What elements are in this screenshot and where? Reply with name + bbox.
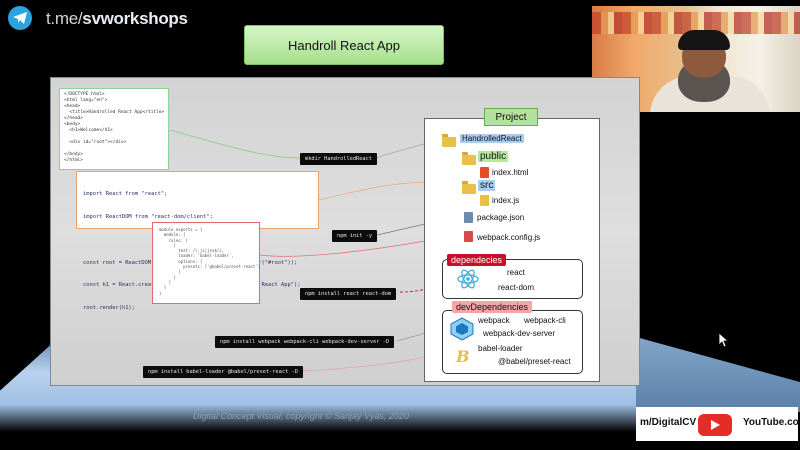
folder-icon: [462, 181, 476, 194]
config-file-icon: [464, 231, 473, 242]
cmd-mkdir: mkdir HandrolledReact: [300, 153, 377, 165]
webpack-config-file: webpack.config.js: [477, 233, 541, 242]
js-line-2: import ReactDOM from "react-dom/client";: [83, 213, 213, 220]
html5-icon: [480, 167, 489, 178]
presenter-hat: [678, 30, 730, 50]
js-file-icon: [480, 195, 489, 206]
cmd-npm-init: npm init -y: [332, 230, 378, 242]
folder-icon: [442, 134, 456, 147]
devdep-babel-preset-react: @babel/preset-react: [498, 357, 571, 366]
telegram-link[interactable]: t.me/svworkshops: [46, 9, 188, 28]
mouse-cursor-icon: [718, 332, 730, 348]
webcam-feed: [592, 6, 800, 112]
youtube-handle: m/DigitalCV: [640, 417, 697, 428]
copyright-credit: Digital Concept Visual, copyright © Sanj…: [193, 411, 409, 421]
dep-react-dom: react-dom: [498, 283, 535, 292]
index-js-file: index.js: [492, 196, 520, 205]
slide-title: Handroll React App: [244, 25, 444, 65]
index-html-code: <!DOCTYPE html> <html lang="en"> <head> …: [59, 88, 169, 170]
devdep-babel-loader: babel-loader: [478, 344, 523, 353]
project-label: Project: [484, 108, 538, 126]
public-folder-name: public: [478, 151, 509, 162]
youtube-domain: YouTube.com: [743, 417, 800, 428]
connector-html-mkdir: [169, 129, 301, 159]
cmd-npm-install-react: npm install react react-dom: [300, 288, 397, 300]
dependencies-label: dependecies: [447, 254, 507, 266]
react-icon: [457, 269, 479, 289]
bookshelf: [592, 12, 800, 34]
youtube-icon: [698, 414, 732, 436]
dev-dependencies-label: devDependencies: [452, 301, 533, 313]
webpack-icon: [450, 317, 474, 341]
babel-icon: B: [455, 347, 470, 365]
svg-text:B: B: [455, 347, 470, 365]
root-folder-name: HandrolledReact: [460, 134, 524, 143]
index-html-file: index.html: [492, 168, 529, 177]
index-js-code: import React from "react"; import ReactD…: [76, 171, 319, 311]
json-file-icon: [464, 212, 473, 223]
telegram-icon: [8, 6, 32, 30]
src-folder-name: src: [478, 180, 496, 191]
cmd-npm-install-babel: npm install babel-loader @babel/preset-r…: [143, 366, 303, 378]
devdep-webpack-cli: webpack-cli: [524, 316, 566, 325]
js-line-5: root.render(h1);: [83, 305, 135, 312]
js-line-1: import React from "react";: [83, 191, 168, 198]
folder-icon: [462, 152, 476, 165]
dep-react: react: [507, 268, 525, 277]
devdep-webpack: webpack: [478, 316, 510, 325]
webpack-config-code: module.exports = { module: { rules: [ { …: [152, 222, 260, 304]
devdep-webpack-dev-server: webpack-dev-server: [483, 329, 556, 338]
cmd-npm-install-webpack: npm install webpack webpack-cli webpack-…: [215, 336, 395, 348]
package-json-file: package.json: [477, 213, 525, 222]
